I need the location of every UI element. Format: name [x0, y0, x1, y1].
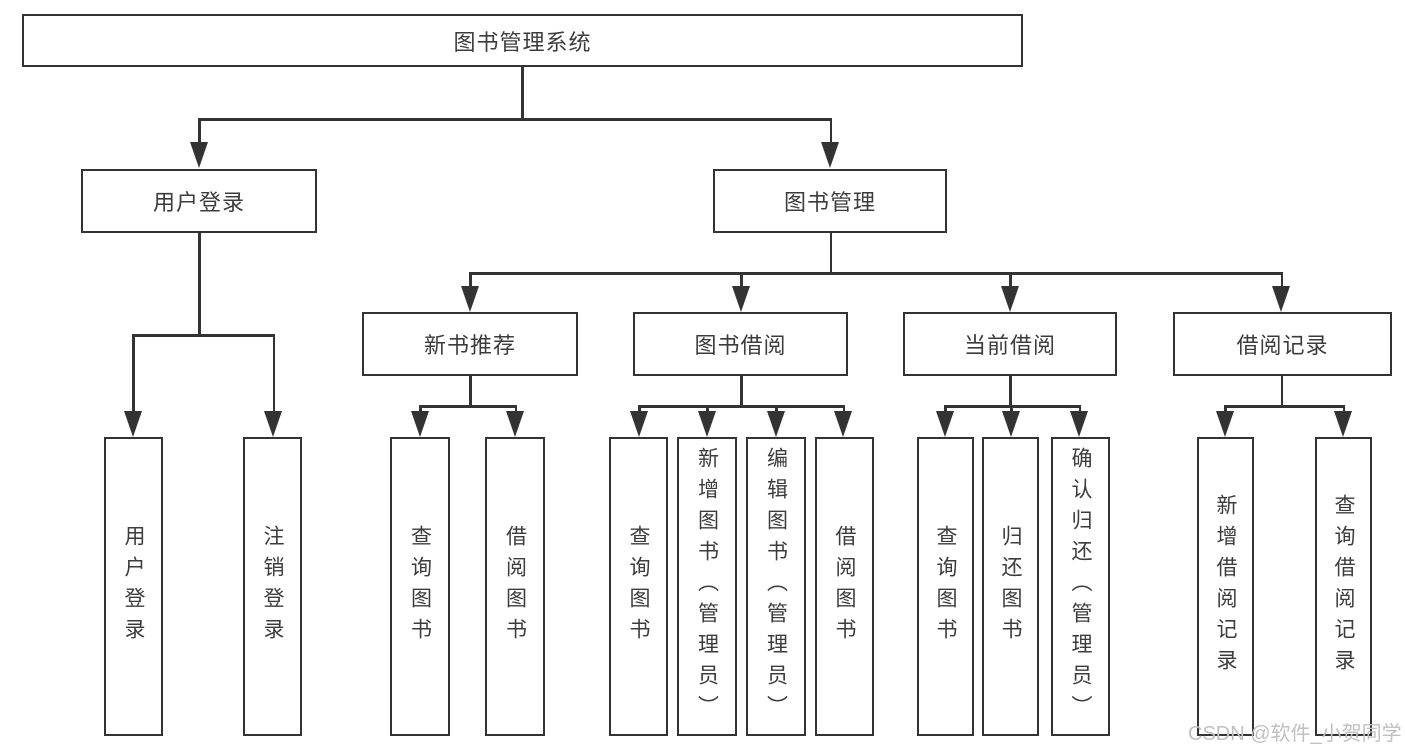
leaf-label: 查询图书: [934, 524, 957, 649]
leaf-label: 注销登录: [261, 524, 284, 649]
arrow-down-icon: [190, 142, 208, 168]
connector-line: [842, 405, 845, 413]
arrow-down-icon: [1070, 411, 1088, 437]
connector-line: [638, 405, 845, 408]
connector-line: [1224, 405, 1345, 408]
connector-line: [944, 405, 947, 413]
leaf-edit-books-admin: 编辑图书（管理员）: [746, 437, 806, 736]
connector-line: [132, 334, 275, 337]
arrow-down-icon: [1002, 411, 1020, 437]
leaf-label: 新增借阅记录: [1214, 493, 1237, 680]
connector-line: [638, 405, 641, 413]
leaf-label: 编辑图书（管理员）: [764, 447, 788, 726]
connector-line: [469, 272, 1283, 275]
leaf-query-books-current: 查询图书: [917, 437, 974, 736]
arrow-down-icon: [698, 411, 716, 437]
connector-line: [1280, 376, 1283, 407]
node-user-login: 用户登录: [81, 169, 317, 233]
leaf-confirm-return-admin: 确认归还（管理员）: [1051, 437, 1110, 736]
node-label: 当前借阅: [963, 333, 1056, 358]
connector-line: [1224, 405, 1227, 413]
csdn-watermark: CSDN @软件_小贺同学: [1188, 723, 1402, 745]
connector-line: [829, 233, 832, 274]
connector-line: [1010, 405, 1013, 413]
arrow-down-icon: [767, 411, 785, 437]
arrow-down-icon: [124, 411, 142, 437]
connector-line: [740, 376, 743, 407]
leaf-label: 借阅图书: [503, 524, 527, 649]
arrow-down-icon: [1272, 286, 1290, 312]
leaf-label: 查询借阅记录: [1332, 493, 1355, 680]
node-label: 图书管理系统: [453, 29, 592, 55]
leaf-user-login: 用户登录: [104, 437, 163, 736]
connector-line: [1280, 272, 1283, 288]
leaf-logout: 注销登录: [243, 437, 302, 736]
connector-line: [198, 233, 201, 336]
connector-line: [829, 118, 832, 146]
node-new-book-recommend: 新书推荐: [362, 312, 578, 376]
leaf-label: 借阅图书: [833, 524, 856, 649]
leaf-label: 归还图书: [999, 524, 1022, 649]
node-label: 借阅记录: [1236, 333, 1329, 358]
arrow-down-icon: [630, 411, 648, 437]
connector-line: [944, 405, 1081, 408]
node-label: 图书管理: [783, 190, 876, 215]
arrow-down-icon: [1334, 411, 1352, 437]
arrow-down-icon: [411, 411, 429, 437]
connector-line: [521, 66, 524, 120]
node-library-management-system: 图书管理系统: [22, 14, 1023, 67]
arrow-down-icon: [461, 286, 479, 312]
arrow-down-icon: [1216, 411, 1234, 437]
connector-line: [419, 405, 517, 408]
leaf-add-books-admin: 新增图书（管理员）: [677, 437, 737, 736]
connector-line: [469, 272, 472, 288]
leaf-borrow-books-recommend: 借阅图书: [485, 437, 545, 736]
node-label: 图书借阅: [694, 333, 787, 358]
arrow-down-icon: [834, 411, 852, 437]
connector-line: [706, 405, 709, 413]
leaf-borrow-books: 借阅图书: [815, 437, 874, 736]
connector-line: [132, 334, 135, 413]
node-borrowing-records: 借阅记录: [1173, 312, 1392, 376]
node-label: 新书推荐: [423, 333, 516, 358]
leaf-label: 查询图书: [627, 524, 650, 649]
connector-line: [514, 405, 517, 413]
arrow-down-icon: [732, 286, 750, 312]
connector-line: [198, 118, 201, 146]
arrow-down-icon: [1001, 286, 1019, 312]
node-current-borrowing: 当前借阅: [903, 312, 1117, 376]
leaf-query-books-borrowing: 查询图书: [609, 437, 668, 736]
connector-line: [1078, 405, 1081, 413]
connector-line: [1009, 376, 1012, 407]
leaf-query-borrow-record: 查询借阅记录: [1315, 437, 1372, 736]
connector-line: [740, 272, 743, 288]
node-book-management: 图书管理: [713, 169, 947, 233]
connector-line: [272, 334, 275, 413]
leaf-query-books-recommend: 查询图书: [390, 437, 450, 736]
arrow-down-icon: [264, 411, 282, 437]
leaf-label: 用户登录: [122, 524, 145, 649]
leaf-label: 查询图书: [408, 524, 432, 649]
arrow-down-icon: [506, 411, 524, 437]
arrow-down-icon: [936, 411, 954, 437]
leaf-add-borrow-record: 新增借阅记录: [1197, 437, 1254, 736]
leaf-label: 新增图书（管理员）: [695, 447, 719, 726]
node-label: 用户登录: [152, 190, 245, 215]
connector-line: [1342, 405, 1345, 413]
connector-line: [775, 405, 778, 413]
connector-line: [419, 405, 422, 413]
node-book-borrowing: 图书借阅: [633, 312, 848, 376]
connector-line: [198, 118, 832, 121]
leaf-label: 确认归还（管理员）: [1069, 447, 1092, 726]
connector-line: [469, 376, 472, 407]
arrow-down-icon: [821, 142, 839, 168]
leaf-return-books: 归还图书: [982, 437, 1039, 736]
connector-line: [1009, 272, 1012, 288]
